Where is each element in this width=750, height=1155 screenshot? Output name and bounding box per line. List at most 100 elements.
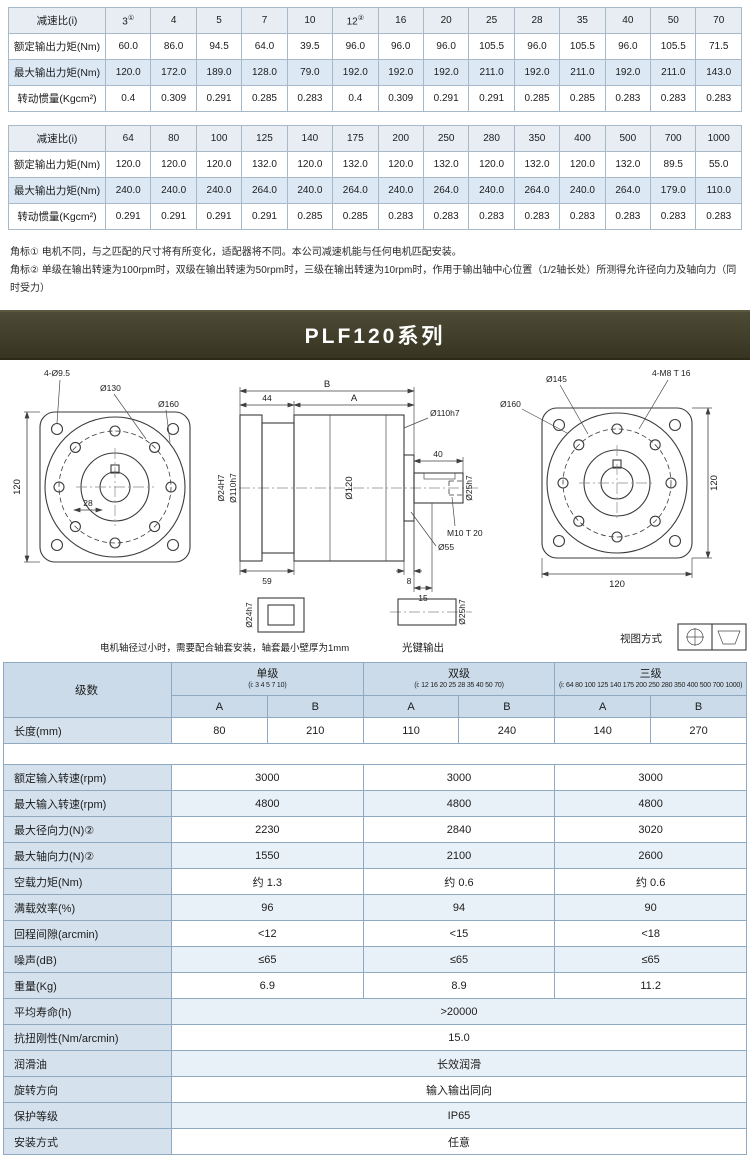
spec-row-label: 最大轴向力(N)② xyxy=(3,842,172,869)
ratio-cell: 0.283 xyxy=(286,85,334,112)
ratio-cell: 211.0 xyxy=(559,59,606,86)
ratio-cell: 0.291 xyxy=(422,85,470,112)
spec-row-label: 噪声(dB) xyxy=(3,946,172,973)
spec-value: 11.2 xyxy=(554,972,747,999)
output-shaft-label: Ø25h7 xyxy=(464,475,474,501)
left-bottom-dim: 59 xyxy=(262,576,272,586)
ratio-row-label: 最大输出力矩(Nm) xyxy=(8,177,106,204)
rear-outer-label: Ø160 xyxy=(500,399,521,409)
spec-value: <12 xyxy=(171,920,364,947)
spec-subheader-cell: B xyxy=(266,695,364,718)
ratio-cell: 211.0 xyxy=(468,59,515,86)
series-banner: PLF120系列 xyxy=(0,310,750,360)
front-bolt-circle-label: Ø130 xyxy=(100,383,121,393)
ratio-value: 25 xyxy=(468,7,515,34)
spec-value: 3000 xyxy=(171,764,364,791)
spec-row-label: 润滑油 xyxy=(3,1050,172,1077)
footnote-marker: ② xyxy=(357,14,365,22)
ratio-cell: 0.283 xyxy=(513,203,561,230)
ratio-cell: 120.0 xyxy=(104,59,152,86)
spec-row-label: 旋转方向 xyxy=(3,1076,172,1103)
rear-width-dim: 120 xyxy=(609,579,625,590)
ratio-cell: 0.283 xyxy=(695,85,742,112)
spec-value: 210 xyxy=(266,717,364,744)
side-view: B 44 A 40 8 59 15 Ø24H7 Ø110h7 Ø120 Ø25h… xyxy=(216,379,483,603)
front-flange-outline xyxy=(39,411,191,563)
ratio-value: 280 xyxy=(468,125,515,152)
ratio-cell: 94.5 xyxy=(195,33,243,60)
ratio-value: 5 xyxy=(195,7,243,34)
ratio-cell: 264.0 xyxy=(241,177,288,204)
ratio-cell: 0.4 xyxy=(104,85,152,112)
ratio-value: 400 xyxy=(559,125,606,152)
spec-value: 1550 xyxy=(171,842,364,869)
ratio-cell: 240.0 xyxy=(468,177,515,204)
ratio-cell: 192.0 xyxy=(422,59,470,86)
view-mode-label: 视图方式 xyxy=(620,632,662,645)
spec-subheader-cell: B xyxy=(650,695,747,718)
spec-group-header: 双级(i: 12 16 20 25 28 35 40 50 70) xyxy=(362,662,556,696)
spec-row-label: 安装方式 xyxy=(3,1128,172,1155)
input-length-dim: 44 xyxy=(262,393,272,403)
ratio-cell: 71.5 xyxy=(695,33,742,60)
spacer-cell xyxy=(3,743,747,765)
ratio-value: 16 xyxy=(377,7,424,34)
ratio-cell: 120.0 xyxy=(468,151,515,178)
spec-value: ≤65 xyxy=(171,946,364,973)
ratio-cell: 128.0 xyxy=(241,59,288,86)
spec-row-label: 长度(mm) xyxy=(3,717,172,744)
ratio-value: 700 xyxy=(650,125,697,152)
bushing-bore-label: Ø24h7 xyxy=(244,602,254,628)
ratio-cell: 96.0 xyxy=(604,33,652,60)
spec-value: 约 0.6 xyxy=(554,868,747,895)
ratio-cell: 0.285 xyxy=(559,85,606,112)
ratio-value: 100 xyxy=(195,125,243,152)
ratio-value: 7 xyxy=(241,7,288,34)
rear-height-dim: 120 xyxy=(709,475,720,491)
spec-corner-label: 级数 xyxy=(3,662,172,718)
spec-row-label: 抗扭刚性(Nm/arcmin) xyxy=(3,1024,172,1051)
plain-shaft-detail: Ø25h7 xyxy=(390,598,472,626)
ratio-row-label: 额定输出力矩(Nm) xyxy=(8,33,106,60)
ratio-value: 12② xyxy=(332,7,379,34)
spec-table: 级数单级(i: 3 4 5 7 10)双级(i: 12 16 20 25 28 … xyxy=(3,662,747,1155)
ratio-cell: 132.0 xyxy=(332,151,379,178)
input-pilot-label: Ø110h7 xyxy=(228,473,238,503)
ratio-cell: 0.283 xyxy=(695,203,742,230)
ratio-cell: 89.5 xyxy=(650,151,697,178)
ratio-cell: 79.0 xyxy=(286,59,334,86)
ratio-cell: 120.0 xyxy=(104,151,152,178)
ratio-cell: 264.0 xyxy=(513,177,561,204)
plain-shaft-dia-label: Ø25h7 xyxy=(457,599,467,625)
ratio-cell: 0.283 xyxy=(377,203,424,230)
ratio-value: 125 xyxy=(241,125,288,152)
spec-value: ≤65 xyxy=(554,946,747,973)
technical-drawing: 120 28 4-Ø9.5 Ø130 Ø160 B 44 A 40 xyxy=(12,368,747,654)
ratio-value: 200 xyxy=(377,125,424,152)
ratio-value: 80 xyxy=(150,125,197,152)
spec-subheader-cell: A xyxy=(171,695,268,718)
spec-value: >20000 xyxy=(171,998,747,1025)
technical-drawing-section: 120 28 4-Ø9.5 Ø130 Ø160 B 44 A 40 xyxy=(0,360,750,660)
spec-value: 90 xyxy=(554,894,747,921)
rear-view: 4-M8 T 16 Ø145 Ø160 120 120 xyxy=(500,368,720,590)
front-outer-label: Ø160 xyxy=(158,399,179,409)
ratio-cell: 264.0 xyxy=(332,177,379,204)
spec-value: 96 xyxy=(171,894,364,921)
spec-value: 约 1.3 xyxy=(171,868,364,895)
rear-bolt-circle xyxy=(562,428,672,538)
ratio-cell: 192.0 xyxy=(377,59,424,86)
spacer-row xyxy=(3,743,747,765)
spec-row-label: 满载效率(%) xyxy=(3,894,172,921)
ratio-cell: 172.0 xyxy=(150,59,197,86)
front-view: 120 28 4-Ø9.5 Ø130 Ø160 xyxy=(12,368,191,563)
ratio-cell: 0.285 xyxy=(241,85,288,112)
ratio-cell: 96.0 xyxy=(513,33,561,60)
